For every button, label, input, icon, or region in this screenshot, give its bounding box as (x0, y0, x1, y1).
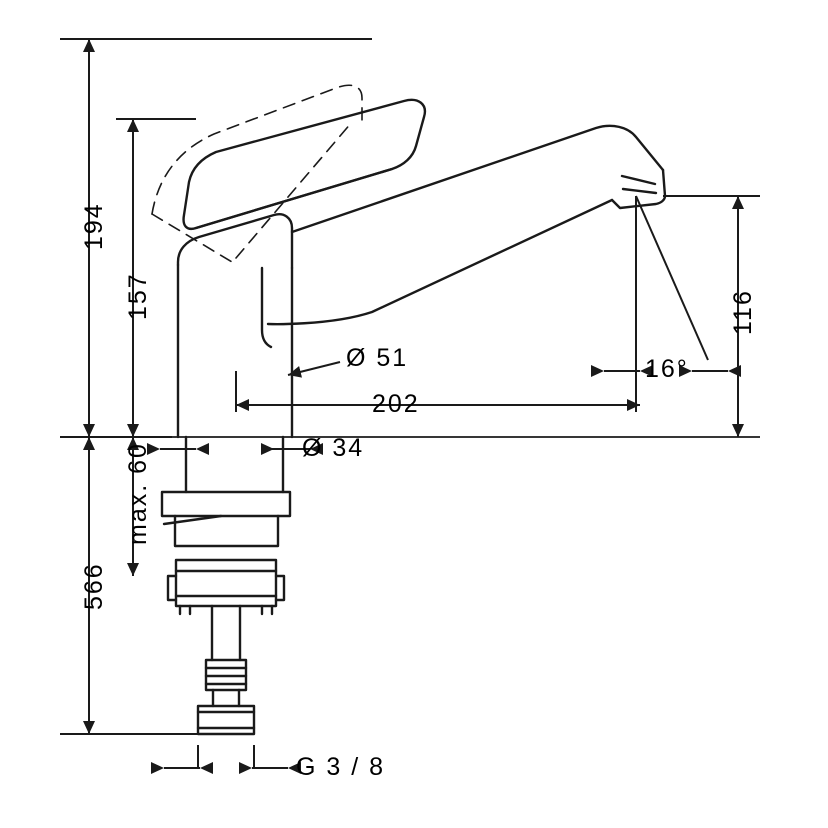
dimension-lines (60, 38, 760, 774)
dimension-label-max-thickness: max. 60 (124, 442, 152, 545)
dimension-label-spout-outlet-diameter: Ø 51 (346, 344, 409, 372)
faucet-hidden-construction-lines (151, 84, 363, 263)
dimension-label-base-diameter: Ø 34 (302, 434, 365, 462)
dimension-label-height-spout: 157 (124, 272, 152, 320)
dimension-label-reach: 202 (372, 390, 420, 418)
dimension-label-supply-length: 566 (80, 562, 108, 610)
dimension-label-height-total: 194 (80, 202, 108, 250)
dimension-label-height-clearance: 116 (729, 289, 757, 335)
dimension-label-swivel-angle: 16° (645, 355, 689, 383)
dimension-label-thread-size: G 3 / 8 (296, 753, 386, 781)
